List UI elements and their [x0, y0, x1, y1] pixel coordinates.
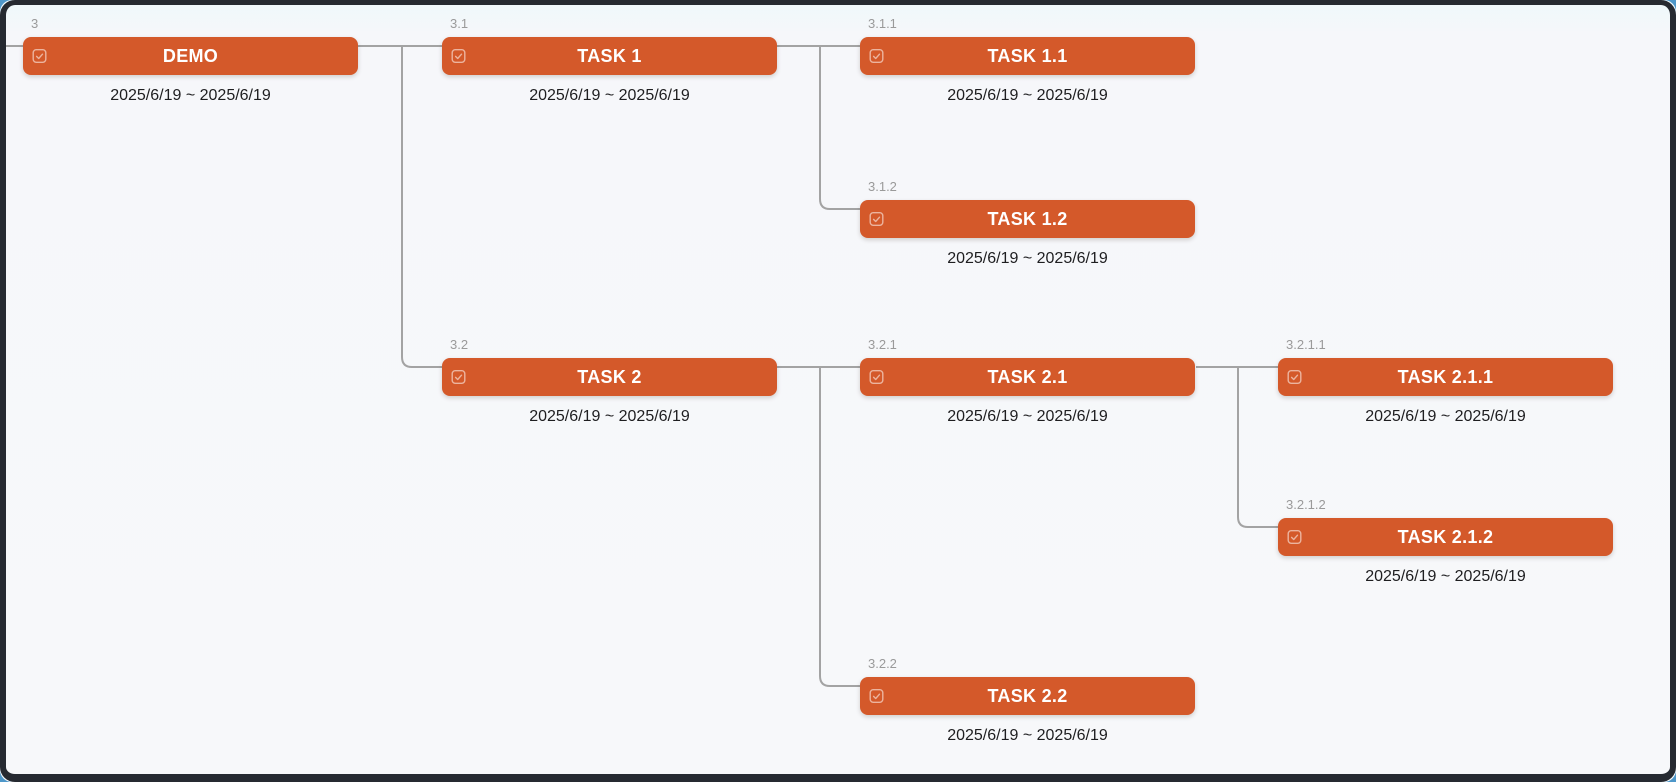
task-title: TASK 1.1 [987, 45, 1068, 66]
task-title: TASK 2.1.1 [1397, 366, 1494, 387]
task-title: TASK 2 [577, 366, 642, 387]
checkbox-check-icon [451, 49, 466, 64]
task-bar[interactable]: TASK 1 [442, 37, 777, 75]
task-dates: 2025/6/19 ~ 2025/6/19 [529, 87, 690, 104]
task-number: 3.2.2 [868, 656, 897, 671]
task-node-2-1: 3.2.1 TASK 2.1 2025/6/19 ~ 2025/6/19 [860, 337, 1195, 425]
checkbox-check-icon [869, 212, 884, 227]
task-title: TASK 2.2 [987, 685, 1068, 706]
checkbox-check-icon [32, 49, 47, 64]
task-dates: 2025/6/19 ~ 2025/6/19 [947, 727, 1108, 744]
task-dates: 2025/6/19 ~ 2025/6/19 [529, 408, 690, 425]
task-node-1: 3.1 TASK 1 2025/6/19 ~ 2025/6/19 [442, 16, 777, 104]
task-bar[interactable]: TASK 2 [442, 358, 777, 396]
task-dates: 2025/6/19 ~ 2025/6/19 [1365, 408, 1526, 425]
task-title: TASK 2.1.2 [1397, 526, 1494, 547]
task-node-1-2: 3.1.2 TASK 1.2 2025/6/19 ~ 2025/6/19 [860, 179, 1195, 267]
checkbox-check-icon [451, 370, 466, 385]
task-bar[interactable]: TASK 2.1.2 [1278, 518, 1613, 556]
task-number: 3.1 [450, 16, 469, 31]
connector-task1-task12 [819, 46, 860, 210]
task-number: 3.2 [450, 337, 469, 352]
task-number: 3.1.1 [868, 16, 897, 31]
task-number: 3.2.1 [868, 337, 897, 352]
connector-task2-task22 [819, 367, 860, 687]
task-dates: 2025/6/19 ~ 2025/6/19 [947, 87, 1108, 104]
task-title: TASK 2.1 [987, 366, 1068, 387]
checkbox-check-icon [1287, 530, 1302, 545]
task-dates: 2025/6/19 ~ 2025/6/19 [947, 250, 1108, 267]
task-number: 3 [31, 16, 39, 31]
connector-task21-task212 [1237, 367, 1278, 528]
connector-demo-task2 [401, 46, 442, 368]
task-node-2-2: 3.2.2 TASK 2.2 2025/6/19 ~ 2025/6/19 [860, 656, 1195, 744]
task-dates: 2025/6/19 ~ 2025/6/19 [110, 87, 271, 104]
checkbox-check-icon [869, 370, 884, 385]
task-title: TASK 1 [577, 45, 642, 66]
task-bar[interactable]: DEMO [23, 37, 358, 75]
task-node-2-1-2: 3.2.1.2 TASK 2.1.2 2025/6/19 ~ 2025/6/19 [1278, 497, 1613, 585]
task-title: TASK 1.2 [987, 208, 1068, 229]
checkbox-check-icon [869, 689, 884, 704]
task-number: 3.2.1.2 [1286, 497, 1326, 512]
task-dates: 2025/6/19 ~ 2025/6/19 [947, 408, 1108, 425]
task-number: 3.1.2 [868, 179, 897, 194]
task-node-1-1: 3.1.1 TASK 1.1 2025/6/19 ~ 2025/6/19 [860, 16, 1195, 104]
task-bar[interactable]: TASK 2.1.1 [1278, 358, 1613, 396]
task-node-demo: 3 DEMO 2025/6/19 ~ 2025/6/19 [23, 16, 358, 104]
task-bar[interactable]: TASK 1.1 [860, 37, 1195, 75]
task-number: 3.2.1.1 [1286, 337, 1326, 352]
checkbox-check-icon [1287, 370, 1302, 385]
task-bar[interactable]: TASK 2.2 [860, 677, 1195, 715]
task-title: DEMO [162, 45, 219, 66]
task-bar[interactable]: TASK 1.2 [860, 200, 1195, 238]
checkbox-check-icon [869, 49, 884, 64]
task-node-2-1-1: 3.2.1.1 TASK 2.1.1 2025/6/19 ~ 2025/6/19 [1278, 337, 1613, 425]
task-node-2: 3.2 TASK 2 2025/6/19 ~ 2025/6/19 [442, 337, 777, 425]
task-bar[interactable]: TASK 2.1 [860, 358, 1195, 396]
task-dates: 2025/6/19 ~ 2025/6/19 [1365, 568, 1526, 585]
